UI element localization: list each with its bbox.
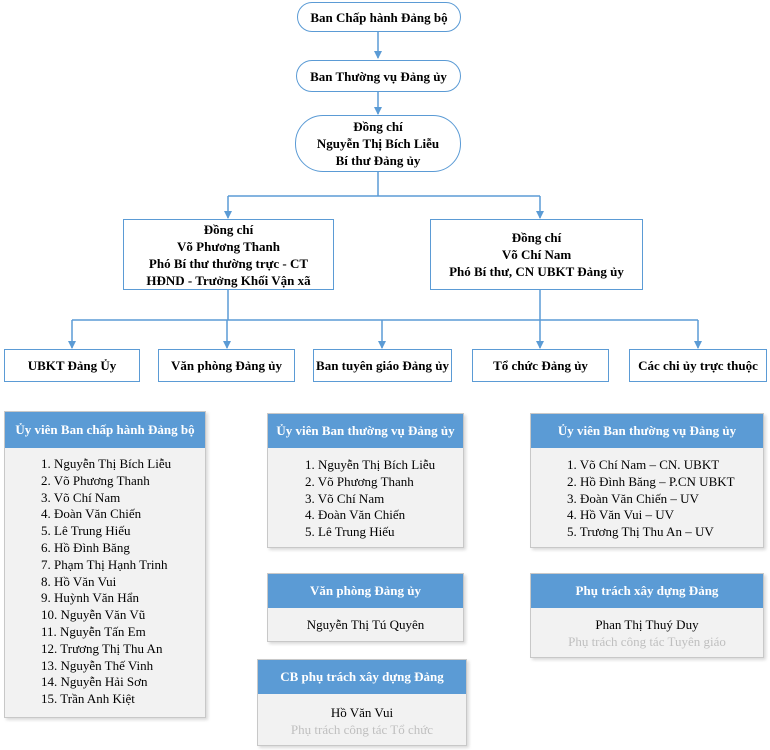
dept-sub-branches-label: Các chi ủy trực thuộc <box>638 358 758 373</box>
panel-title: Ủy viên Ban chấp hành Đảng bộ <box>5 412 205 448</box>
deputy-left-line: Đồng chí <box>203 221 254 237</box>
list-item: 3. Đoàn Văn Chiến – UV <box>567 490 699 506</box>
list-item: 11. Nguyễn Tấn Em <box>41 623 146 639</box>
deputy-right-line: Đồng chí <box>511 230 562 245</box>
list-item: 8. Hồ Văn Vui <box>41 573 117 589</box>
list-item: 6. Hồ Đình Băng <box>41 539 130 555</box>
list-item: 1. Nguyễn Thị Bích Liễu <box>305 457 436 472</box>
list-item: 15. Trần Anh Kiệt <box>41 691 135 707</box>
deputy-left-line: Võ Phương Thanh <box>177 238 280 254</box>
office-panel: Văn phòng Đảng ủy Nguyễn Thị Tú Quyên <box>267 573 464 642</box>
list-item: 9. Huỳnh Văn Hẩn <box>41 590 139 606</box>
dept-organization-label: Tổ chức Đảng ủy <box>493 358 588 373</box>
party-building-cb-panel: CB phụ trách xây dựng Đảng Hồ Văn Vui Ph… <box>257 659 467 746</box>
dept-propaganda-node: Ban tuyên giáo Đảng ủy <box>313 349 452 382</box>
party-building-lead-role: Phụ trách công tác Tuyên giáo <box>568 634 726 649</box>
panel-title: Ủy viên Ban thường vụ Đảng ủy <box>531 414 763 448</box>
panel-title: CB phụ trách xây dựng Đảng <box>258 660 466 694</box>
secretary-line: Nguyễn Thị Bích Liễu <box>316 136 440 151</box>
list-item: 5. Trương Thị Thu An – UV <box>567 524 714 540</box>
executive-committee-label: Ban Chấp hành Đảng bộ <box>310 9 448 25</box>
standing-committee-node: Ban Thường vụ Đảng ủy <box>296 60 461 92</box>
deputy-left-line: HĐND - Trưởng Khối Vận xã <box>146 272 311 288</box>
dept-ubkt-label: UBKT Đảng Ủy <box>27 358 117 373</box>
dept-ubkt-node: UBKT Đảng Ủy <box>4 349 140 382</box>
list-item: 12. Trương Thị Thu An <box>41 640 163 656</box>
list-item: 2. Võ Phương Thanh <box>305 473 414 489</box>
standing-members-roles-list: 1. Võ Chí Nam – CN. UBKT 2. Hồ Đình Băng… <box>567 457 735 541</box>
secretary-line: Đồng chí <box>353 119 403 134</box>
executive-members-panel: Ủy viên Ban chấp hành Đảng bộ 1. Nguyễn … <box>4 411 206 718</box>
dept-sub-branches-node: Các chi ủy trực thuộc <box>629 349 767 382</box>
dept-organization-node: Tổ chức Đảng ủy <box>472 349 609 382</box>
secretary-line: Bí thư Đảng ủy <box>335 153 421 168</box>
list-item: 1. Nguyễn Thị Bích Liễu <box>41 456 172 471</box>
list-item: 7. Phạm Thị Hạnh Trinh <box>41 556 168 572</box>
list-item: 4. Đoàn Văn Chiến <box>41 506 142 522</box>
list-item: 1. Võ Chí Nam – CN. UBKT <box>567 457 720 472</box>
list-item: 10. Nguyễn Văn Vũ <box>41 607 146 623</box>
list-item: 2. Võ Phương Thanh <box>41 472 150 488</box>
list-item: 3. Võ Chí Nam <box>41 489 121 505</box>
list-item: 5. Lê Trung Hiếu <box>41 523 131 539</box>
dept-office-node: Văn phòng Đảng ủy <box>158 349 295 382</box>
list-item: 3. Võ Chí Nam <box>305 490 385 506</box>
party-building-lead-name: Phan Thị Thuý Duy <box>595 617 699 632</box>
list-item: 14. Nguyễn Hải Sơn <box>41 674 148 690</box>
dept-office-label: Văn phòng Đảng ủy <box>171 358 282 373</box>
dept-propaganda-label: Ban tuyên giáo Đảng ủy <box>316 358 449 373</box>
party-building-cb-role: Phụ trách công tác Tổ chức <box>290 722 434 737</box>
standing-committee-label: Ban Thường vụ Đảng ủy <box>310 68 447 84</box>
deputy-left-node: Đồng chí Võ Phương Thanh Phó Bí thư thườ… <box>123 219 334 290</box>
list-item: 5. Lê Trung Hiếu <box>305 524 395 540</box>
panel-title: Văn phòng Đảng ủy <box>268 574 463 608</box>
standing-members-panel: Ủy viên Ban thường vụ Đảng ủy 1. Nguyễn … <box>267 413 464 548</box>
secretary-node: Đồng chí Nguyễn Thị Bích Liễu Bí thư Đản… <box>295 115 461 172</box>
deputy-right-line: Phó Bí thư, CN UBKT Đảng ủy <box>449 264 624 279</box>
panel-title: Phụ trách xây dựng Đảng <box>531 574 763 608</box>
party-building-lead-panel: Phụ trách xây dựng Đảng Phan Thị Thuý Du… <box>530 573 764 658</box>
deputy-right-line: Võ Chí Nam <box>501 247 572 262</box>
panel-title: Ủy viên Ban thường vụ Đảng ủy <box>268 414 463 448</box>
list-item: 13. Nguyễn Thế Vinh <box>41 657 154 673</box>
deputy-left-line: Phó Bí thư thường trực - CT <box>148 255 309 271</box>
list-item: 4. Hồ Văn Vui – UV <box>567 507 675 523</box>
deputy-right-node: Đồng chí Võ Chí Nam Phó Bí thư, CN UBKT … <box>430 219 643 290</box>
list-item: 4. Đoàn Văn Chiến <box>305 507 406 523</box>
executive-committee-node: Ban Chấp hành Đảng bộ <box>297 2 461 32</box>
list-item: 2. Hồ Đình Băng – P.CN UBKT <box>567 473 735 489</box>
standing-members-list: 1. Nguyễn Thị Bích Liễu 2. Võ Phương Tha… <box>305 457 435 541</box>
executive-members-list: 1. Nguyễn Thị Bích Liễu 2. Võ Phương Tha… <box>41 456 171 708</box>
standing-members-roles-panel: Ủy viên Ban thường vụ Đảng ủy 1. Võ Chí … <box>530 413 764 548</box>
party-building-cb-name: Hồ Văn Vui <box>330 705 394 720</box>
office-staff-name: Nguyễn Thị Tú Quyên <box>306 617 425 632</box>
